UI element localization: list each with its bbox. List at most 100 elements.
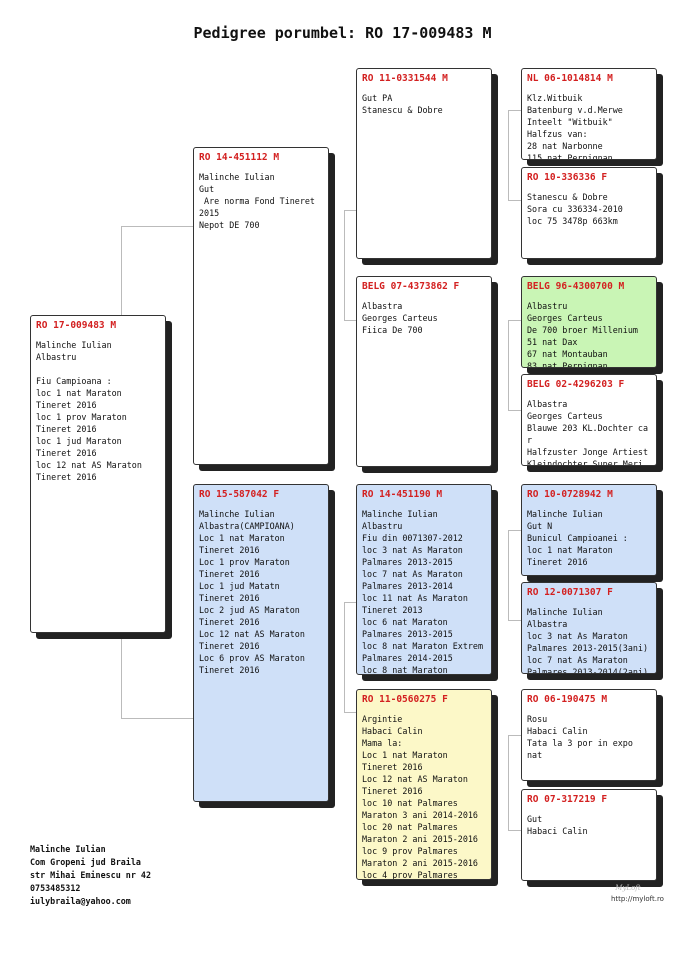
card-detail-line: Palmares 2013-2015 bbox=[362, 629, 453, 639]
owner-street: str Mihai Eminescu nr 42 bbox=[30, 870, 152, 880]
card-detail-line: 51 nat Dax bbox=[527, 337, 578, 347]
connector bbox=[508, 530, 509, 620]
card-detail-line: Albastra bbox=[527, 619, 568, 629]
card-detail-line: loc 3 nat As Maraton bbox=[362, 545, 463, 555]
card-detail-line: 2015 bbox=[199, 208, 220, 218]
ring-number: NL 06-1014814 M bbox=[527, 73, 613, 84]
card-detail-line: Palmares 2014-2015 bbox=[362, 653, 453, 663]
connector bbox=[508, 320, 521, 321]
connector bbox=[121, 718, 193, 719]
ring-number: RO 10-0728942 M bbox=[527, 489, 613, 500]
card-detail-line: loc 20 nat Palmares bbox=[362, 822, 458, 832]
card-detail-line: Habaci Calin bbox=[527, 726, 588, 736]
card-detail-line: loc 1 prov Maraton bbox=[36, 412, 127, 422]
connector bbox=[344, 712, 356, 713]
card-detail-line: Loc 1 prov Maraton bbox=[199, 557, 290, 567]
owner-info: Malinche Iulian Com Gropeni jud Braila s… bbox=[30, 843, 151, 908]
card-detail-line: Halfzus van: bbox=[527, 129, 588, 139]
card-detail-line: Loc 12 nat AS Maraton bbox=[199, 629, 305, 639]
card-detail-line: loc 6 nat Maraton bbox=[362, 617, 448, 627]
card-detail-line: 83 nat Perpignan bbox=[527, 361, 608, 368]
card-detail-line: Loc 1 nat Maraton bbox=[362, 750, 448, 760]
connector bbox=[508, 735, 509, 830]
card-detail-line: loc 75 3478p 663km bbox=[527, 216, 618, 226]
card-detail-line: Stanescu & Dobre bbox=[527, 192, 608, 202]
card-detail-line: Loc 2 jud AS Maraton bbox=[199, 605, 300, 615]
card-detail-line: loc 12 nat AS Maraton bbox=[36, 460, 142, 470]
card-detail-line: Malinche Iulian bbox=[36, 340, 112, 350]
card-detail-line: Tineret 2016 bbox=[362, 786, 423, 796]
card-detail-line: Halfzuster Jonge Artiest bbox=[527, 447, 649, 457]
card-detail-line: Nepot DE 700 bbox=[199, 220, 260, 230]
card-detail-line: Georges Carteus bbox=[527, 411, 603, 421]
card-detail-line: Palmares 2013-2015(3ani) bbox=[527, 643, 649, 653]
page-title: Pedigree porumbel: RO 17-009483 M bbox=[193, 24, 492, 42]
owner-email[interactable]: iulybraila@yahoo.com bbox=[30, 896, 131, 906]
card-detail-line: loc 8 nat Maraton bbox=[362, 665, 448, 675]
card-detail-line: Albastra(CAMPIOANA) bbox=[199, 521, 295, 531]
card-detail-line: Tineret 2016 bbox=[36, 448, 97, 458]
card-detail-line: Georges Carteus bbox=[527, 313, 603, 323]
card-detail-line: 28 nat Narbonne bbox=[527, 141, 603, 151]
card-detail-line: Tineret 2016 bbox=[199, 617, 260, 627]
card-detail-line: r bbox=[527, 435, 533, 445]
card-detail-line: Fiu din 0071307-2012 bbox=[362, 533, 463, 543]
connector bbox=[344, 320, 356, 321]
card-detail-line: Stanescu & Dobre bbox=[362, 105, 443, 115]
card-detail-line: Loc 1 nat Maraton bbox=[199, 533, 285, 543]
card-detail-line: Albastra bbox=[362, 301, 403, 311]
card-detail-line: Argintie bbox=[362, 714, 403, 724]
card-detail-line: Tineret 2016 bbox=[36, 400, 97, 410]
card-detail-line: loc 11 nat As Maraton bbox=[362, 593, 468, 603]
ring-number: RO 17-009483 M bbox=[36, 320, 117, 331]
card-detail-line: Georges Carteus bbox=[362, 313, 438, 323]
card-detail-line: Blauwe 203 KL.Dochter ca bbox=[527, 423, 649, 433]
connector bbox=[344, 602, 356, 603]
card-detail-line: Loc 6 prov AS Maraton bbox=[199, 653, 305, 663]
card-detail-line: Tineret 2016 bbox=[36, 424, 97, 434]
card-detail-line: Loc 12 nat AS Maraton bbox=[362, 774, 468, 784]
connector bbox=[508, 320, 509, 410]
card-detail-line: Klz.Witbuik bbox=[527, 93, 583, 103]
connector bbox=[508, 735, 521, 736]
ring-number: RO 15-587042 F bbox=[199, 489, 280, 500]
myloft-url-link[interactable]: http://myloft.ro bbox=[611, 895, 664, 903]
card-detail-line: Albastra bbox=[527, 399, 568, 409]
card-detail-line: loc 8 nat Maraton Extrem bbox=[362, 641, 484, 651]
card-detail-line: Malinche Iulian bbox=[199, 172, 275, 182]
connector bbox=[508, 410, 521, 411]
connector bbox=[344, 210, 356, 211]
card-detail-line: Batenburg v.d.Merwe bbox=[527, 105, 623, 115]
card-detail-line: Bunicul Campioanei : bbox=[527, 533, 628, 543]
card-detail-line: 67 nat Montauban bbox=[527, 349, 608, 359]
card-detail-line: Rosu bbox=[527, 714, 548, 724]
card-detail-line: Albastru bbox=[362, 521, 403, 531]
owner-name: Malinche Iulian bbox=[30, 844, 106, 854]
card-detail-line: Tineret 2016 bbox=[362, 762, 423, 772]
